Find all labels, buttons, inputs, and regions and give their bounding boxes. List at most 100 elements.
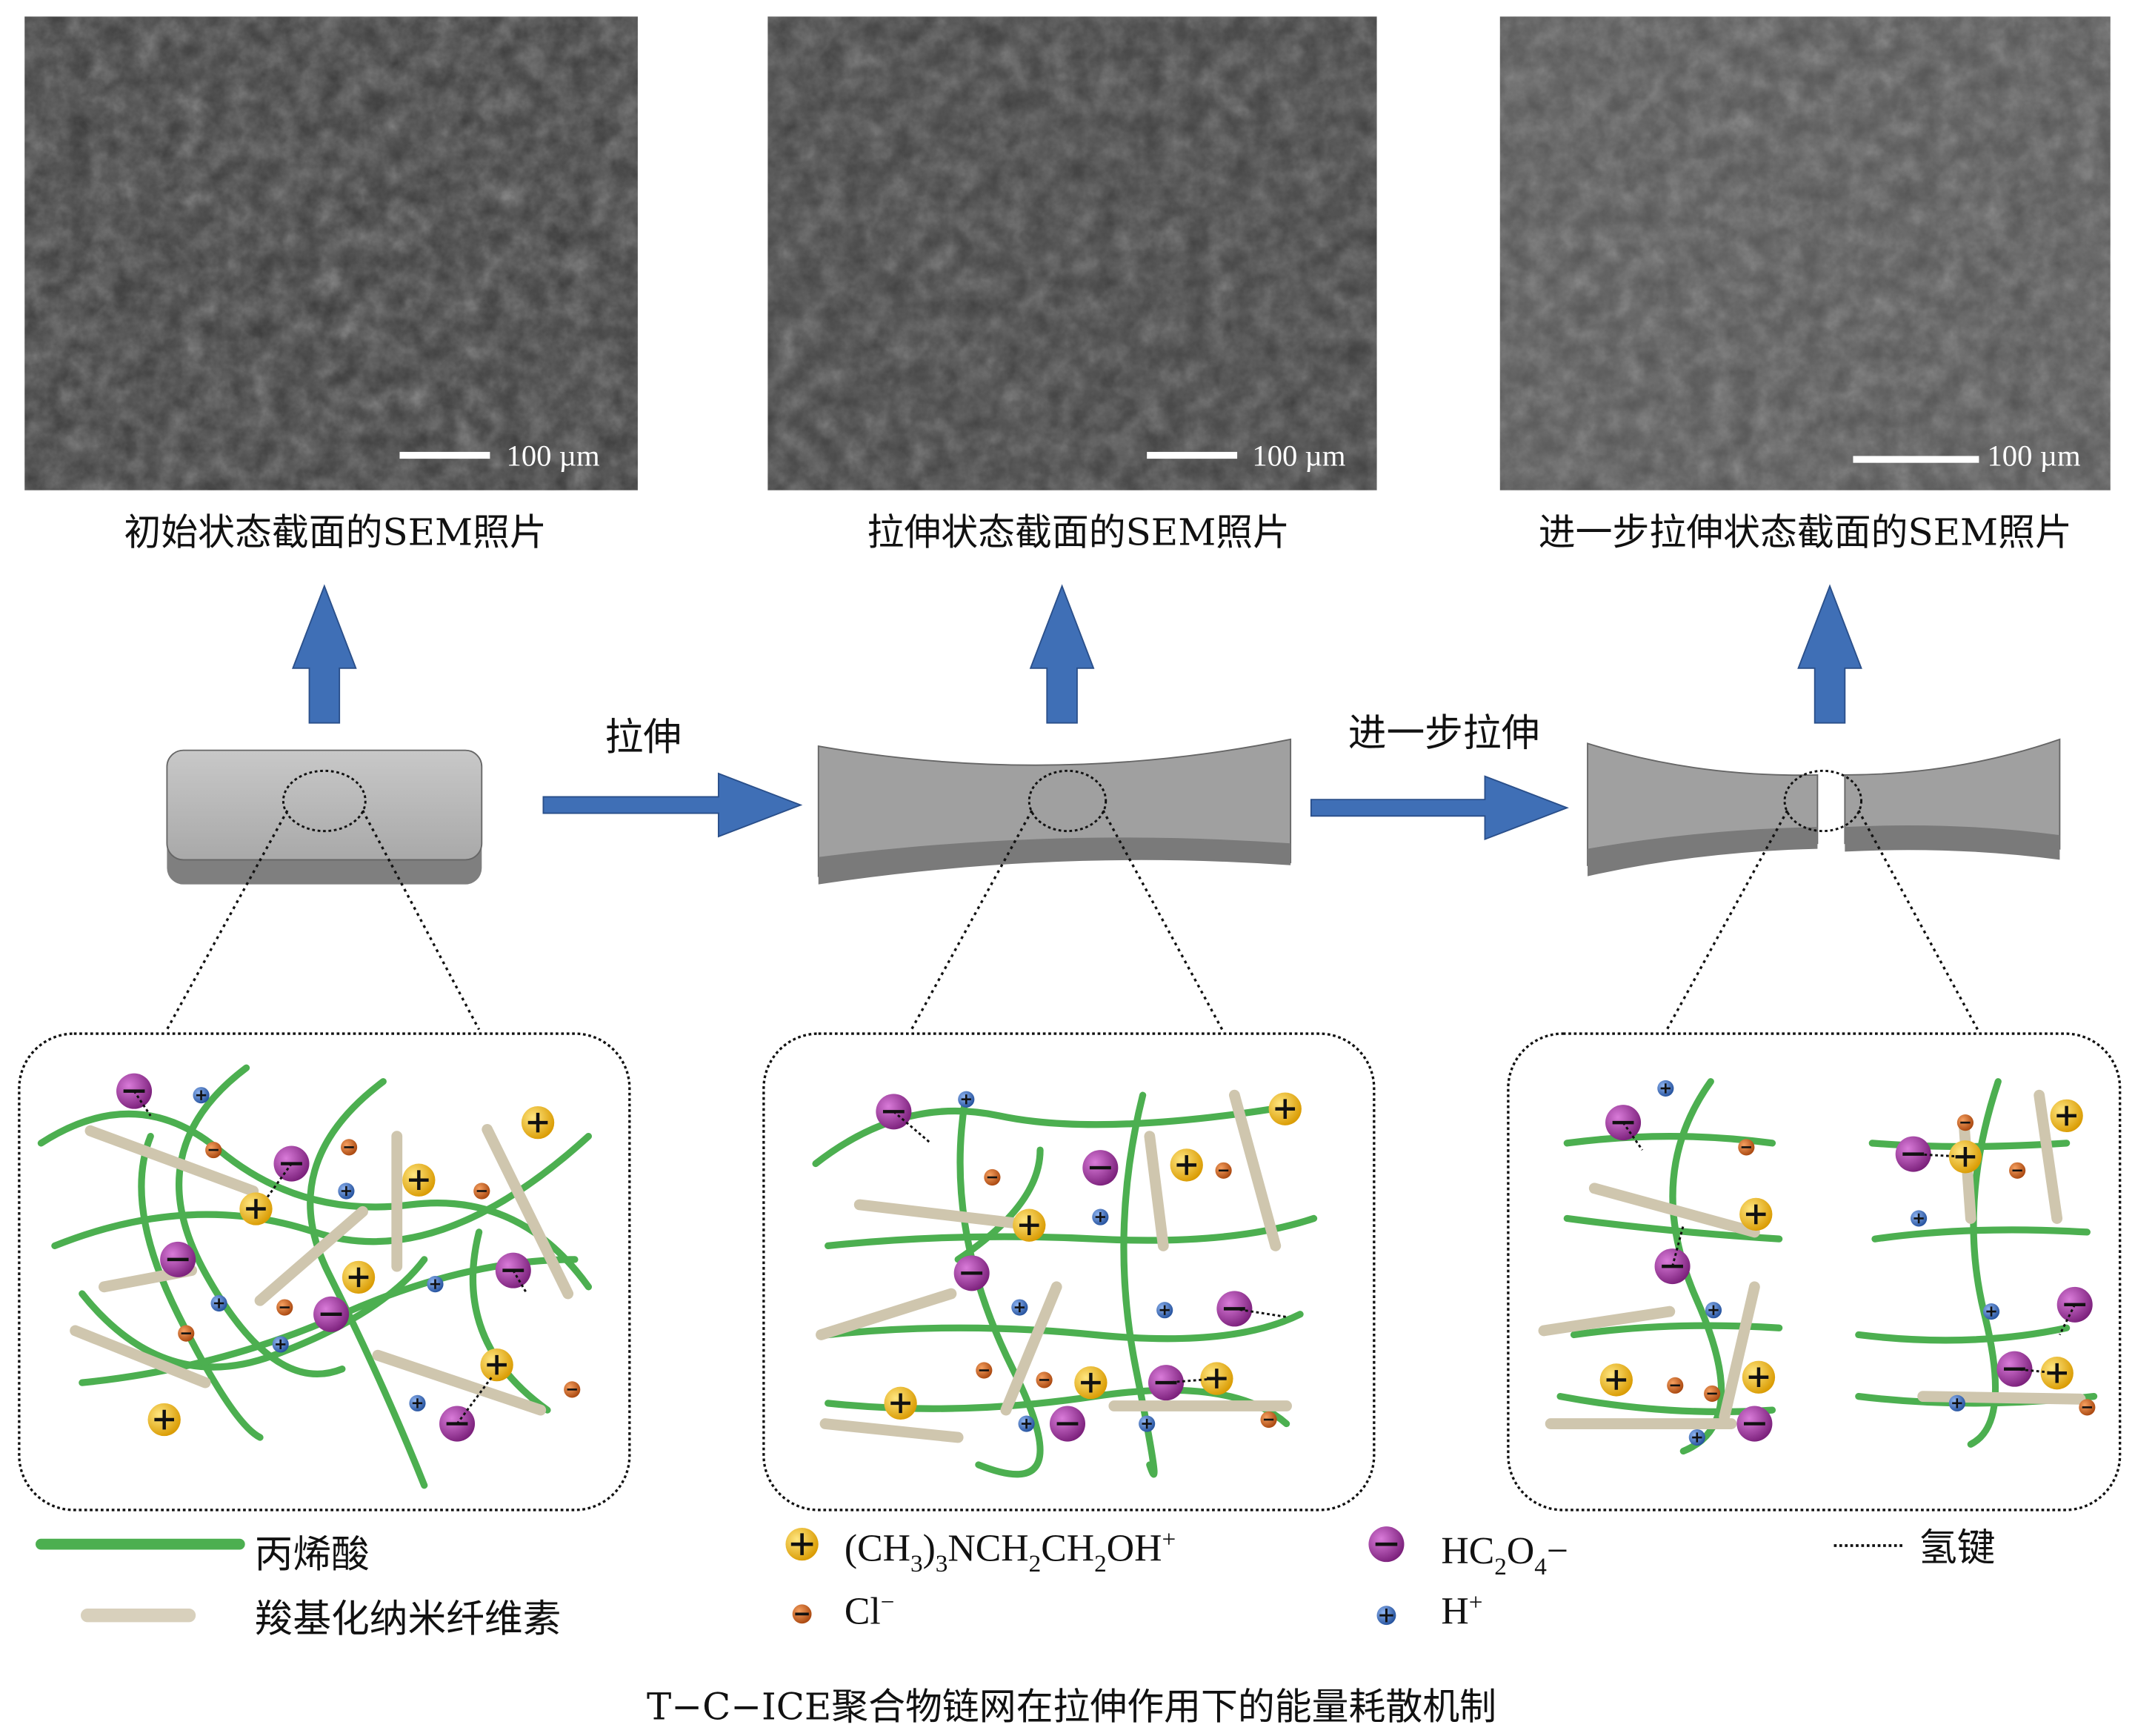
hydrogen-bond <box>1234 1307 1287 1318</box>
acrylic-chain <box>1556 1392 1776 1416</box>
ion-sign <box>1014 1302 1025 1313</box>
ion-sign <box>196 1090 207 1100</box>
ion-sign <box>487 1354 507 1375</box>
cnc-rod <box>1719 1281 1760 1423</box>
oxalate-icon <box>1368 1526 1405 1563</box>
cnc-rod <box>482 1123 574 1300</box>
chloride-icon <box>792 1604 812 1624</box>
further-stretch-label: 进一步拉伸 <box>1348 713 1540 755</box>
cnc-rod <box>853 1199 1039 1231</box>
sem-panel-further-stretched: 100 µm 进一步拉伸状态截面的SEM照片 <box>1499 16 2111 554</box>
acrylic-chain <box>1120 1091 1158 1478</box>
up-arrow-icon <box>1797 584 1862 724</box>
ion-sign <box>1606 1370 1627 1390</box>
ion-sign <box>1019 1215 1039 1235</box>
cnc-rod <box>372 1349 547 1416</box>
legend-acrylic-acid: 丙烯酸 <box>255 1534 370 1577</box>
ion-sign <box>1095 1211 1105 1223</box>
proton-icon <box>1376 1606 1396 1626</box>
ion-sign <box>348 1267 369 1288</box>
up-arrow-icon <box>292 584 357 724</box>
cnc-rod <box>819 1418 964 1443</box>
up-arrow-icon <box>1029 584 1095 724</box>
sem-caption: 初始状态截面的SEM照片 <box>124 511 547 554</box>
legend-oxalate: HC2O4− <box>1441 1530 1568 1580</box>
ion-sign <box>1952 1398 1962 1409</box>
ion-sign <box>341 1185 352 1197</box>
cnc-rod <box>84 1125 259 1197</box>
ion-sign <box>409 1170 429 1191</box>
ion-sign <box>890 1393 910 1414</box>
sample-further-stretched <box>1587 738 2061 877</box>
ion-sign <box>1660 1083 1671 1094</box>
figure-caption: T−C−ICE聚合物链网在拉伸作用下的能量耗散机制 <box>647 1686 1496 1729</box>
sample-initial <box>166 749 483 885</box>
hydrogen-bond <box>893 1111 932 1144</box>
acrylic-chain <box>825 1214 1318 1250</box>
cnc-rod <box>1144 1131 1169 1251</box>
acrylic-chain <box>1871 1226 2091 1243</box>
sem-caption: 拉伸状态截面的SEM照片 <box>867 511 1290 554</box>
ion-sign <box>1021 1418 1032 1429</box>
ion-sign <box>2056 1105 2076 1126</box>
hydrogen-bond <box>266 1163 293 1199</box>
ion-sign <box>1913 1213 1924 1224</box>
ion-sign <box>1176 1155 1197 1175</box>
cnc-rod <box>1228 1089 1282 1251</box>
ion-sign <box>1692 1432 1702 1443</box>
legend-proton: H+ <box>1441 1589 1482 1632</box>
ion-sign <box>961 1094 971 1105</box>
legend-cnc: 羧基化纳米纤维素 <box>255 1598 562 1640</box>
polymer-networks <box>37 1064 2098 1489</box>
cnc-rod <box>1588 1183 1760 1238</box>
acrylic-chain <box>1855 1324 2071 1344</box>
ion-sign <box>2047 1363 2067 1383</box>
zoom-region-marker <box>282 769 367 833</box>
sample-stretched <box>817 738 1292 885</box>
ion-sign <box>1081 1372 1101 1393</box>
hydrogen-bond <box>456 1375 494 1425</box>
right-arrow-icon <box>1310 775 1569 841</box>
acrylic-chain <box>469 1228 551 1414</box>
ion-sign <box>276 1339 286 1350</box>
hydrogen-bond <box>512 1269 528 1294</box>
acrylic-chain <box>954 1146 1044 1263</box>
legend: 丙烯酸 羧基化纳米纤维素 (CH3)3NCH2CH2OH+ Cl− HC2O4−… <box>36 1526 1996 1640</box>
legend-cation: (CH3)3NCH2CH2OH+ <box>845 1526 1176 1577</box>
stretch-label: 拉伸 <box>605 717 682 759</box>
sem-panel-initial: 100 µm 初始状态截面的SEM照片 <box>24 16 638 554</box>
sem-panel-stretched: 100 µm 拉伸状态截面的SEM照片 <box>767 16 1377 554</box>
scale-bar-label: 100 µm <box>1252 439 1345 472</box>
ion-sign <box>1159 1305 1170 1315</box>
ion-sign <box>412 1398 423 1409</box>
zoom-region-marker <box>1783 769 1862 833</box>
hydrogen-bond <box>2014 1368 2057 1374</box>
hydrogen-bond <box>1671 1225 1685 1267</box>
right-arrow-icon <box>542 772 803 838</box>
acrylic-chain <box>138 1132 264 1441</box>
acrylic-chain <box>825 1311 1304 1343</box>
ion-sign <box>1142 1418 1152 1429</box>
cnc-rod <box>2034 1089 2063 1224</box>
hydrogen-bond <box>1622 1122 1644 1151</box>
ion-sign <box>213 1298 224 1308</box>
ion-sign <box>430 1279 441 1289</box>
ion-sign <box>1275 1099 1296 1119</box>
acrylic-chain <box>956 1098 1044 1478</box>
acrylic-chain <box>307 1078 428 1489</box>
network-box-further-stretched <box>1507 1032 2122 1511</box>
ion-sign <box>1745 1204 1766 1225</box>
zoom-connectors <box>165 810 1979 1031</box>
ion-sign <box>246 1199 266 1219</box>
legend-hbond: 氢键 <box>1919 1527 1995 1569</box>
scale-bar <box>1147 451 1238 459</box>
zoom-region-marker <box>1027 769 1108 833</box>
cnc-rod <box>1000 1281 1062 1416</box>
cnc-rod <box>1538 1306 1676 1337</box>
acrylic-chain <box>1563 1214 1783 1243</box>
scale-bar <box>399 451 490 459</box>
ion-sign <box>1748 1367 1769 1388</box>
acrylic-chain <box>176 1064 346 1377</box>
sem-caption: 进一步拉伸状态截面的SEM照片 <box>1539 511 2072 554</box>
ion-sign <box>154 1409 174 1430</box>
